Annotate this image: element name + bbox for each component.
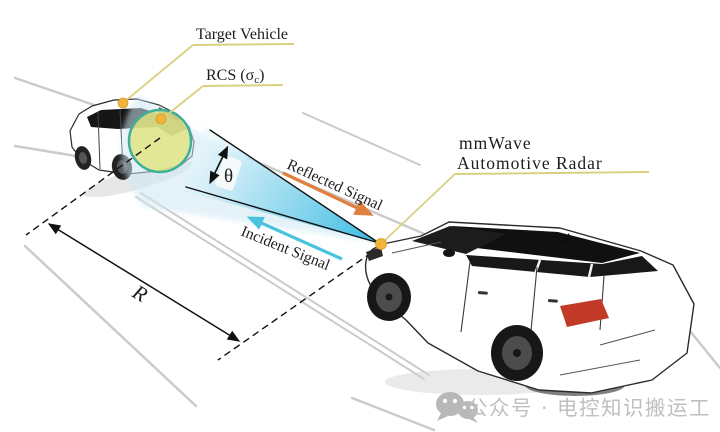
dashed-line-radar — [217, 245, 382, 361]
ego-vehicle-grille — [366, 247, 383, 261]
road-line — [350, 396, 436, 432]
dashed-line-target — [25, 137, 161, 236]
tail-light — [560, 299, 609, 327]
range-label: R — [128, 279, 152, 307]
target-marker-dot — [117, 97, 129, 109]
door-handle — [547, 299, 558, 303]
beam-edge-lower — [185, 186, 380, 244]
beam-edge-upper — [209, 129, 380, 244]
reflected-signal-arrow — [282, 171, 374, 216]
watermark: 公众号 · 电控知识搬运工 — [436, 392, 711, 423]
ego-vehicle-rear-wheel — [491, 325, 543, 381]
label-underline — [454, 171, 650, 175]
ego-vehicle-illustration — [364, 221, 695, 396]
label-underline — [192, 43, 295, 46]
radar-label-line2: Automotive Radar — [457, 153, 603, 173]
side-mirror — [443, 249, 455, 257]
rcs-circle — [127, 108, 193, 174]
callout-rcs: RCS (σc) — [155, 67, 284, 125]
ego-vehicle-front-wheel — [367, 273, 411, 321]
theta-angle-arrow — [209, 145, 229, 185]
radar-label-line1: mmWave — [459, 133, 532, 153]
range-reference-dashed-lines — [25, 137, 382, 361]
callout-line — [123, 44, 194, 103]
wechat-icon — [436, 392, 478, 423]
road-line — [246, 156, 438, 241]
beamwidth-angle: θ — [209, 145, 242, 191]
road-line — [23, 244, 198, 408]
range-dimension: R — [47, 223, 241, 342]
beam-edges — [185, 129, 380, 244]
theta-label: θ — [224, 166, 233, 187]
ego-vehicle-windshield — [412, 226, 506, 254]
ego-vehicle-side-glass — [466, 255, 658, 277]
incident-signal-arrow — [246, 216, 343, 261]
ego-vehicle-pillars — [533, 259, 594, 278]
callout-radar: mmWave Automotive Radar — [375, 133, 650, 250]
rcs-label: RCS (σc) — [206, 67, 264, 86]
ego-vehicle-trim-lines — [391, 241, 656, 376]
target-vehicle-label: Target Vehicle — [196, 26, 288, 43]
callout-target-vehicle: Target Vehicle — [117, 26, 295, 109]
range-arrow — [47, 223, 241, 342]
callout-line — [381, 173, 456, 244]
road-line — [302, 112, 421, 166]
roof-antenna — [560, 233, 571, 244]
door-handle — [477, 291, 488, 295]
rcs-marker-dot — [155, 113, 167, 125]
target-vehicle-hub — [78, 152, 88, 164]
label-underline — [202, 84, 284, 87]
watermark-text: 公众号 · 电控知识搬运工 — [467, 396, 711, 420]
beam-cone — [183, 126, 379, 243]
callout-line — [161, 85, 204, 120]
radar-point-marker — [375, 238, 387, 250]
